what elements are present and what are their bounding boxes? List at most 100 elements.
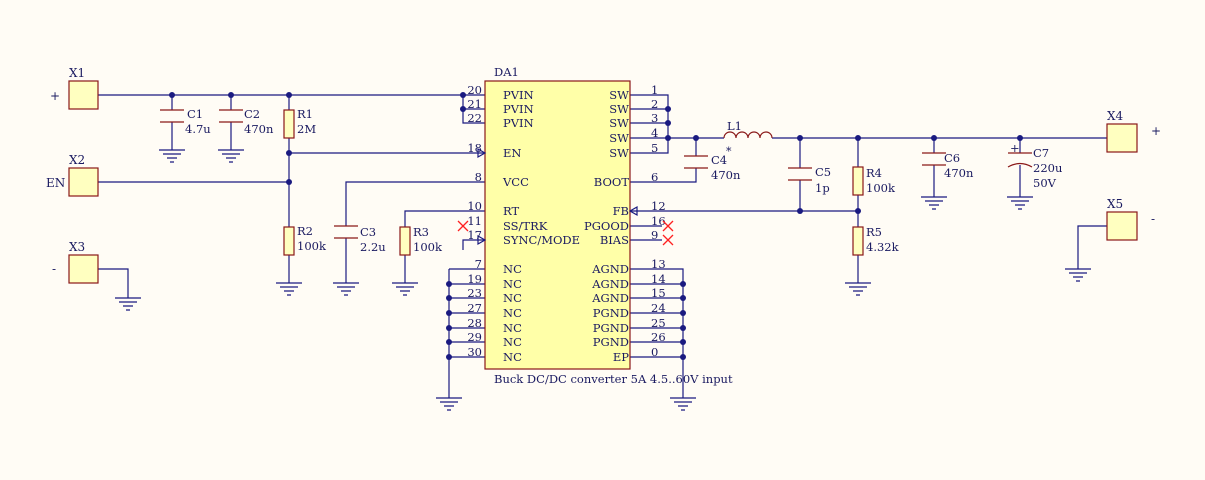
component-ref: C7	[1033, 146, 1049, 160]
pin-name: EN	[503, 146, 521, 160]
component-ref: C1	[187, 107, 203, 121]
polarity-plus-icon: +	[1010, 141, 1020, 155]
pin-name: NC	[503, 306, 522, 320]
component-value: 100k	[413, 240, 443, 254]
right-pin-labels: 1SW2SW3SW4SW5SW6BOOT12FB16PGOOD9BIAS13AG…	[584, 83, 666, 364]
pin-name: AGND	[591, 277, 629, 291]
component-ref: R4	[866, 166, 882, 180]
resistor-r3[interactable]: R3 100k	[399, 225, 443, 256]
inductor-l1[interactable]: L1	[723, 119, 773, 139]
component-value: 470n	[944, 166, 974, 180]
ic-designator: DA1	[494, 65, 519, 79]
pin-number: 3	[651, 111, 658, 125]
pin-name: NC	[503, 350, 522, 364]
pin-name: SYNC/MODE	[503, 233, 580, 247]
pin-name: PGND	[593, 306, 629, 320]
pin-number: 22	[467, 111, 482, 125]
connector-x2[interactable]: X2 EN	[46, 153, 99, 197]
connector-label: +	[1151, 124, 1161, 138]
pin-number: 2	[651, 97, 658, 111]
connector-label: -	[52, 262, 56, 276]
connector-label: EN	[46, 176, 65, 190]
component-ref: C2	[244, 107, 260, 121]
capacitor-c2[interactable]: C2 470n	[219, 107, 274, 136]
pin-name: PVIN	[503, 102, 534, 116]
pin-name: PGND	[593, 335, 629, 349]
pin-number: 24	[651, 301, 666, 315]
pin-name: SW	[609, 88, 629, 102]
pin-name: FB	[613, 204, 629, 218]
pin-number: 25	[651, 316, 666, 330]
capacitor-c5[interactable]: C5 1p	[788, 165, 831, 195]
pin-number: 5	[651, 141, 658, 155]
pin-number: 19	[467, 272, 482, 286]
connector-ref: X1	[69, 66, 85, 80]
pin-number: 20	[467, 83, 482, 97]
connector-x1[interactable]: X1 +	[50, 66, 99, 110]
junction-dots	[169, 92, 1023, 360]
pin-name: BOOT	[594, 175, 630, 189]
pin-number: 30	[467, 345, 482, 359]
pin-name: NC	[503, 262, 522, 276]
pin-name: NC	[503, 335, 522, 349]
pin-name: SW	[609, 146, 629, 160]
resistor-r2[interactable]: R2 100k	[283, 224, 327, 256]
capacitor-c1[interactable]: C1 4.7u	[160, 107, 211, 136]
pin-name: PGOOD	[584, 219, 629, 233]
pin-name: AGND	[591, 262, 629, 276]
pin-name: BIAS	[600, 233, 629, 247]
component-value: 1p	[815, 181, 830, 195]
no-connect-icon	[457, 220, 469, 232]
component-value: 2.2u	[360, 240, 386, 254]
capacitor-c3[interactable]: C3 2.2u	[334, 225, 386, 254]
no-connect-markers	[457, 220, 674, 246]
resistor-r1[interactable]: R1 2M	[283, 107, 316, 139]
pin-number: 16	[651, 214, 666, 228]
connector-x5[interactable]: X5 -	[1106, 197, 1155, 241]
pin-number: 6	[651, 170, 658, 184]
component-ref: R1	[297, 107, 313, 121]
capacitor-c4[interactable]: C4 * 470n	[684, 145, 741, 182]
ic-description: Buck DC/DC converter 5A 4.5..60V input	[494, 372, 733, 386]
component-value: 100k	[866, 181, 896, 195]
component-ref: C3	[360, 225, 376, 239]
pin-name: RT	[503, 204, 519, 218]
pin-number: 12	[651, 199, 666, 213]
pin-number: 29	[467, 330, 482, 344]
pin-name: AGND	[591, 291, 629, 305]
ground-symbols	[115, 149, 1091, 411]
component-value: 220u	[1033, 161, 1062, 175]
pin-number: 9	[651, 228, 658, 242]
component-ref: C5	[815, 165, 831, 179]
pin-number: 4	[651, 126, 658, 140]
ground-icon	[115, 297, 141, 311]
ic-da1[interactable]: DA1 Buck DC/DC converter 5A 4.5..60V inp…	[467, 65, 733, 386]
component-ref: C6	[944, 151, 960, 165]
pin-number: 28	[467, 316, 482, 330]
pin-number: 26	[651, 330, 666, 344]
connector-ref: X4	[1107, 109, 1124, 123]
component-ref: C4	[711, 153, 727, 167]
capacitor-c6[interactable]: C6 470n	[922, 151, 974, 180]
resistor-r5[interactable]: R5 4.32k	[852, 225, 900, 256]
no-connect-icon	[662, 220, 674, 232]
connector-x3[interactable]: X3 -	[52, 240, 99, 284]
component-marker: *	[726, 145, 732, 158]
connector-x4[interactable]: X4 +	[1106, 109, 1161, 153]
pin-number: 23	[467, 286, 482, 300]
component-rating: 50V	[1033, 176, 1057, 190]
component-value: 100k	[297, 239, 327, 253]
pin-name: SW	[609, 116, 629, 130]
pin-name: PVIN	[503, 88, 534, 102]
pin-number: 14	[651, 272, 666, 286]
pin-name: SW	[609, 131, 629, 145]
pin-name: PGND	[593, 321, 629, 335]
ground-icon	[845, 282, 871, 296]
pin-number: 13	[651, 257, 666, 271]
resistor-r4[interactable]: R4 100k	[852, 166, 896, 196]
capacitor-c7[interactable]: + C7 220u 50V	[1007, 141, 1062, 190]
pin-number: 7	[475, 257, 482, 271]
component-ref: R5	[866, 225, 882, 239]
pin-name: SW	[609, 102, 629, 116]
